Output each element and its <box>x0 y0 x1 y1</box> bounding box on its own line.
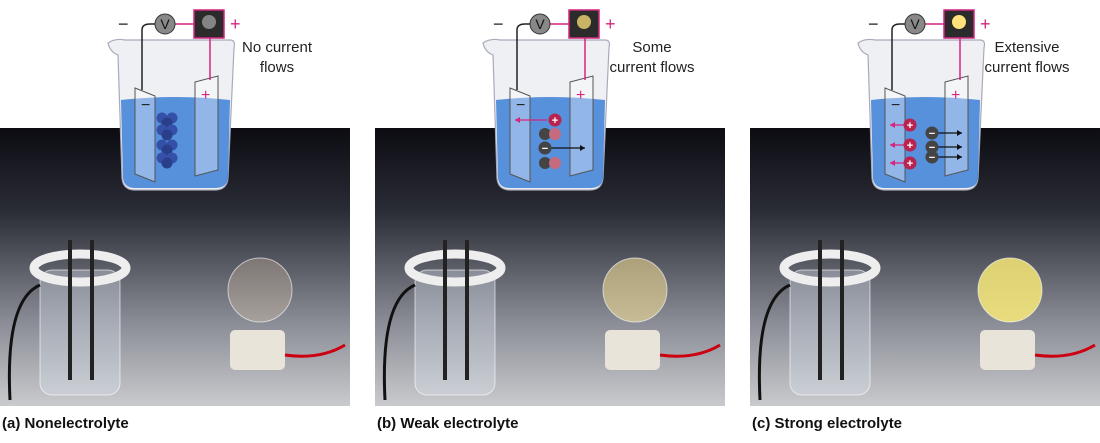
cation <box>903 138 917 152</box>
red-wire <box>659 343 721 358</box>
light-bulb <box>227 257 293 323</box>
electrode-plus: + <box>576 87 585 104</box>
molecule-atom <box>539 128 551 140</box>
anion <box>925 140 939 154</box>
electrode-rod <box>840 240 844 380</box>
beaker-diagram: − + − V + <box>7 9 346 401</box>
terminal-minus: − <box>493 14 504 34</box>
voltmeter-label: V <box>910 16 920 32</box>
glass-jar <box>39 269 121 396</box>
electrode-holder <box>404 249 506 287</box>
voltmeter <box>154 13 176 35</box>
electrode-minus: − <box>141 97 150 114</box>
cation <box>903 156 917 170</box>
light-bulb <box>977 257 1043 323</box>
plus-sign: + <box>552 115 558 127</box>
bulb-icon <box>202 15 216 29</box>
panel-strong-electrolyte: −+−V++−+−−+ Extensive current flows (c) … <box>750 0 1100 443</box>
minus-sign: − <box>929 152 935 164</box>
beaker-diagram: − + − V + + − <box>382 9 721 401</box>
arrowhead <box>580 145 585 151</box>
glass-jar <box>414 269 496 396</box>
red-wire <box>1034 343 1096 358</box>
voltmeter-label: V <box>535 16 545 32</box>
electrode-holder <box>29 249 131 287</box>
electrode-holder <box>779 249 881 287</box>
black-wire <box>382 283 416 401</box>
minus-sign: − <box>542 143 548 155</box>
negative-wire <box>891 23 906 90</box>
current-note: No current flows <box>241 39 313 76</box>
arrowhead <box>957 154 962 160</box>
anion <box>538 141 552 155</box>
black-wire <box>7 283 41 401</box>
electrode-rod <box>68 240 72 380</box>
negative-wire <box>141 23 156 90</box>
cation <box>903 118 917 132</box>
current-note: Some current flows <box>609 39 695 76</box>
electrode-plus: + <box>951 87 960 104</box>
arrowhead <box>890 142 895 148</box>
molecule-atom <box>161 129 173 141</box>
glass-jar <box>789 269 871 396</box>
molecule-atom <box>161 144 173 156</box>
panel-nonelectrolyte: − + − V + No current flows (a) Nonelectrolyt… <box>0 0 350 443</box>
bulb-box <box>943 9 975 39</box>
beaker-diagram: −+−V++−+−−+ <box>757 9 1096 401</box>
minus-sign: − <box>929 128 935 140</box>
bulb-icon <box>952 15 966 29</box>
bulb-socket <box>980 330 1035 370</box>
negative-electrode <box>509 87 531 183</box>
electrode-rod <box>465 240 469 380</box>
electrode-minus: − <box>516 97 525 114</box>
electrode-rod <box>90 240 94 380</box>
voltmeter <box>529 13 551 35</box>
molecule-atom <box>161 157 173 169</box>
bulb-icon <box>577 15 591 29</box>
bulb-socket <box>230 330 285 370</box>
plus-sign: + <box>907 140 913 152</box>
arrowhead <box>890 122 895 128</box>
anion <box>925 126 939 140</box>
negative-electrode <box>884 87 906 183</box>
terminal-plus: + <box>230 14 241 34</box>
negative-electrode <box>134 87 156 183</box>
molecule-atom <box>539 157 551 169</box>
terminal-minus: − <box>868 14 879 34</box>
terminal-minus: − <box>118 14 129 34</box>
bulb-box <box>568 9 600 39</box>
plus-sign: + <box>907 120 913 132</box>
light-bulb <box>602 257 668 323</box>
bulb-socket <box>605 330 660 370</box>
current-note: Extensive current flows <box>984 39 1070 76</box>
bulb-box <box>193 9 225 39</box>
molecule-atom <box>549 157 561 169</box>
voltmeter-label: V <box>160 16 170 32</box>
minus-sign: − <box>929 142 935 154</box>
red-wire <box>284 343 346 358</box>
arrowhead <box>957 144 962 150</box>
panel-caption: (b) Weak electrolyte <box>377 415 519 432</box>
electrode-rod <box>443 240 447 380</box>
terminal-plus: + <box>605 14 616 34</box>
cation <box>548 113 562 127</box>
molecule-atom <box>549 128 561 140</box>
electrode-plus: + <box>201 87 210 104</box>
plus-sign: + <box>907 158 913 170</box>
arrowhead <box>890 160 895 166</box>
panel-caption: (c) Strong electrolyte <box>752 415 903 432</box>
panel-weak-electrolyte: − + − V + + − Some current flows (b) Weak elec… <box>375 0 725 443</box>
arrowhead <box>515 117 520 123</box>
black-wire <box>757 283 791 401</box>
electrode-minus: − <box>891 97 900 114</box>
terminal-plus: + <box>980 14 991 34</box>
anion <box>925 150 939 164</box>
voltmeter <box>904 13 926 35</box>
solution <box>871 97 980 188</box>
arrowhead <box>957 130 962 136</box>
electrode-rod <box>818 240 822 380</box>
panel-caption: (a) Nonelectrolyte <box>2 415 129 432</box>
negative-wire <box>516 23 531 90</box>
